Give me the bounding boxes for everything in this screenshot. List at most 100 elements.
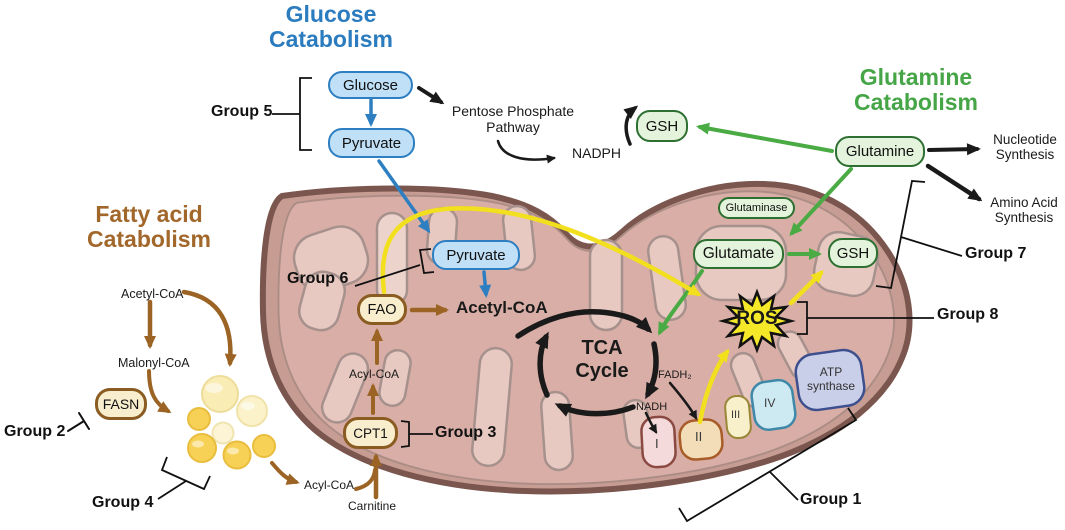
- arrow-pyruvate-into-mito: [377, 159, 431, 234]
- nucleotide-line2: Synthesis: [995, 147, 1055, 162]
- group6-label: Group 6: [287, 270, 349, 287]
- malonyl-coa-label: Malonyl-CoA: [118, 356, 190, 370]
- arrow-nadph-to-gsh: [623, 105, 639, 146]
- arrow-fao-to-ros: [380, 206, 702, 297]
- ros-label: ROS: [736, 308, 778, 329]
- atp-synthase-label: ATP synthase: [799, 365, 863, 393]
- bracket-group8: [797, 301, 934, 335]
- carnitine-label: Carnitine: [348, 499, 397, 513]
- nadh-label: NADH: [636, 401, 668, 413]
- arrow-ros-to-gsh: [788, 270, 824, 306]
- glutamate-node: Glutamate: [693, 239, 784, 269]
- complex-iii-shape: [724, 394, 752, 440]
- complex-iv-label: IV: [764, 396, 776, 410]
- tca-line1: TCA: [581, 337, 623, 359]
- bracket-group5: [272, 77, 312, 151]
- arrow-glucose-to-ppp: [417, 86, 445, 105]
- bracket-group4: [157, 456, 211, 500]
- cpt1-label: CPT1: [353, 425, 388, 441]
- group-brackets: [157, 77, 963, 523]
- glucose-title-line2: Catabolism: [269, 26, 393, 52]
- complex-iv-shape: [750, 378, 797, 431]
- arrow-glutamine-to-aminoacid: [925, 163, 983, 202]
- arrow-pyruvate-to-acetylcoa: [479, 270, 492, 298]
- tca-arc-bottom: [554, 403, 636, 417]
- cpt1-node: CPT1: [343, 417, 398, 449]
- acyl-coa-cytosol-label: Acyl-CoA: [304, 478, 355, 492]
- complex-i-label: I: [655, 436, 659, 451]
- complex-ii-label: II: [695, 429, 703, 444]
- glucose-title-line1: Glucose: [285, 1, 377, 27]
- ros-starburst: [718, 288, 796, 354]
- group5-label: Group 5: [211, 103, 273, 120]
- arrow-ppp-to-nadph: [496, 139, 556, 164]
- arrow-glutamine-to-gsh: [696, 122, 834, 153]
- lipid-droplets: [187, 375, 276, 470]
- glucose-node: Glucose: [328, 71, 413, 99]
- pyruvate-cytosol-node: Pyruvate: [328, 128, 415, 158]
- fao-node: FAO: [357, 294, 407, 325]
- pathway-arrows: [67, 86, 983, 500]
- inhibition-group2-fasn: [67, 412, 90, 432]
- glucose-catabolism-title: Glucose Catabolism: [246, 2, 416, 52]
- bracket-group3: [400, 420, 433, 448]
- tca-arc-left: [535, 331, 550, 398]
- arrow-fadh2-to-complex-ii: [668, 381, 698, 420]
- fao-label: FAO: [367, 301, 397, 318]
- arrow-nadh-to-complex-i: [644, 411, 658, 434]
- pentose-line1: Pentose Phosphate: [451, 103, 575, 119]
- arrow-acetylcoa-to-droplets: [181, 289, 237, 367]
- nucleotide-line1: Nucleotide: [993, 132, 1057, 147]
- complex-iii-label: III: [731, 409, 741, 421]
- bracket-group1: [678, 407, 858, 523]
- tca-cycle-label: TCA Cycle: [559, 337, 645, 383]
- fasn-node: FASN: [95, 388, 147, 420]
- etc-complexes: [640, 348, 866, 469]
- acetyl-coa-mito-label: Acetyl-CoA: [456, 298, 548, 317]
- pentose-line2: Pathway: [486, 119, 540, 135]
- glutaminase-node: Glutaminase: [718, 197, 795, 219]
- atp-synthase-shape: [794, 348, 866, 412]
- arrow-etc-to-ros: [697, 348, 730, 425]
- glutamine-title-line2: Catabolism: [854, 89, 978, 115]
- group3-label: Group 3: [435, 424, 497, 441]
- arrow-glutamine-to-glutamate: [789, 167, 853, 236]
- pyruvate-cytosol-label: Pyruvate: [341, 134, 402, 152]
- gsh-cytosol-node: GSH: [636, 110, 688, 142]
- arrow-glutamate-to-tca: [658, 269, 704, 336]
- fasn-label: FASN: [102, 396, 140, 412]
- glutamine-node: Glutamine: [835, 136, 925, 167]
- gsh-mito-node: GSH: [828, 238, 878, 268]
- arrow-acylcoa-join: [354, 468, 377, 491]
- nucleotide-synthesis-label: Nucleotide Synthesis: [984, 132, 1065, 162]
- arrow-droplets-to-acylcoa: [270, 461, 300, 485]
- pentose-phosphate-label: Pentose Phosphate Pathway: [444, 103, 582, 135]
- tca-line2: Cycle: [575, 360, 629, 382]
- tca-arc-top: [515, 308, 653, 339]
- glucose-node-label: Glucose: [342, 76, 399, 94]
- group8-label: Group 8: [937, 306, 999, 323]
- glutamate-label: Glutamate: [702, 245, 775, 262]
- glutamine-catabolism-title: Glutamine Catabolism: [831, 65, 1001, 115]
- group4-label: Group 4: [92, 494, 154, 511]
- atp-line2: synthase: [806, 379, 856, 393]
- pyruvate-mito-label: Pyruvate: [446, 246, 506, 264]
- acetyl-coa-cytosol-label: Acetyl-CoA: [121, 287, 184, 301]
- glutaminase-label: Glutaminase: [725, 202, 788, 214]
- amino-line2: Synthesis: [994, 210, 1054, 225]
- tca-arc-right: [645, 341, 659, 400]
- gsh-mito-label: GSH: [836, 244, 870, 262]
- glutamine-title-line1: Glutamine: [859, 64, 973, 90]
- gsh-cytosol-label: GSH: [645, 117, 679, 135]
- group1-label: Group 1: [800, 491, 862, 508]
- fatty-title-line2: Catabolism: [87, 226, 211, 252]
- pyruvate-mito-node: Pyruvate: [432, 240, 520, 270]
- arrow-malonylcoa-to-droplets: [147, 369, 172, 414]
- nadph-label: NADPH: [572, 145, 622, 161]
- amino-acid-synthesis-label: Amino Acid Synthesis: [981, 195, 1065, 225]
- bracket-group6: [354, 248, 435, 287]
- atp-line1: ATP: [819, 365, 843, 379]
- fatty-acid-catabolism-title: Fatty acid Catabolism: [63, 202, 235, 252]
- bracket-group7: [875, 180, 963, 290]
